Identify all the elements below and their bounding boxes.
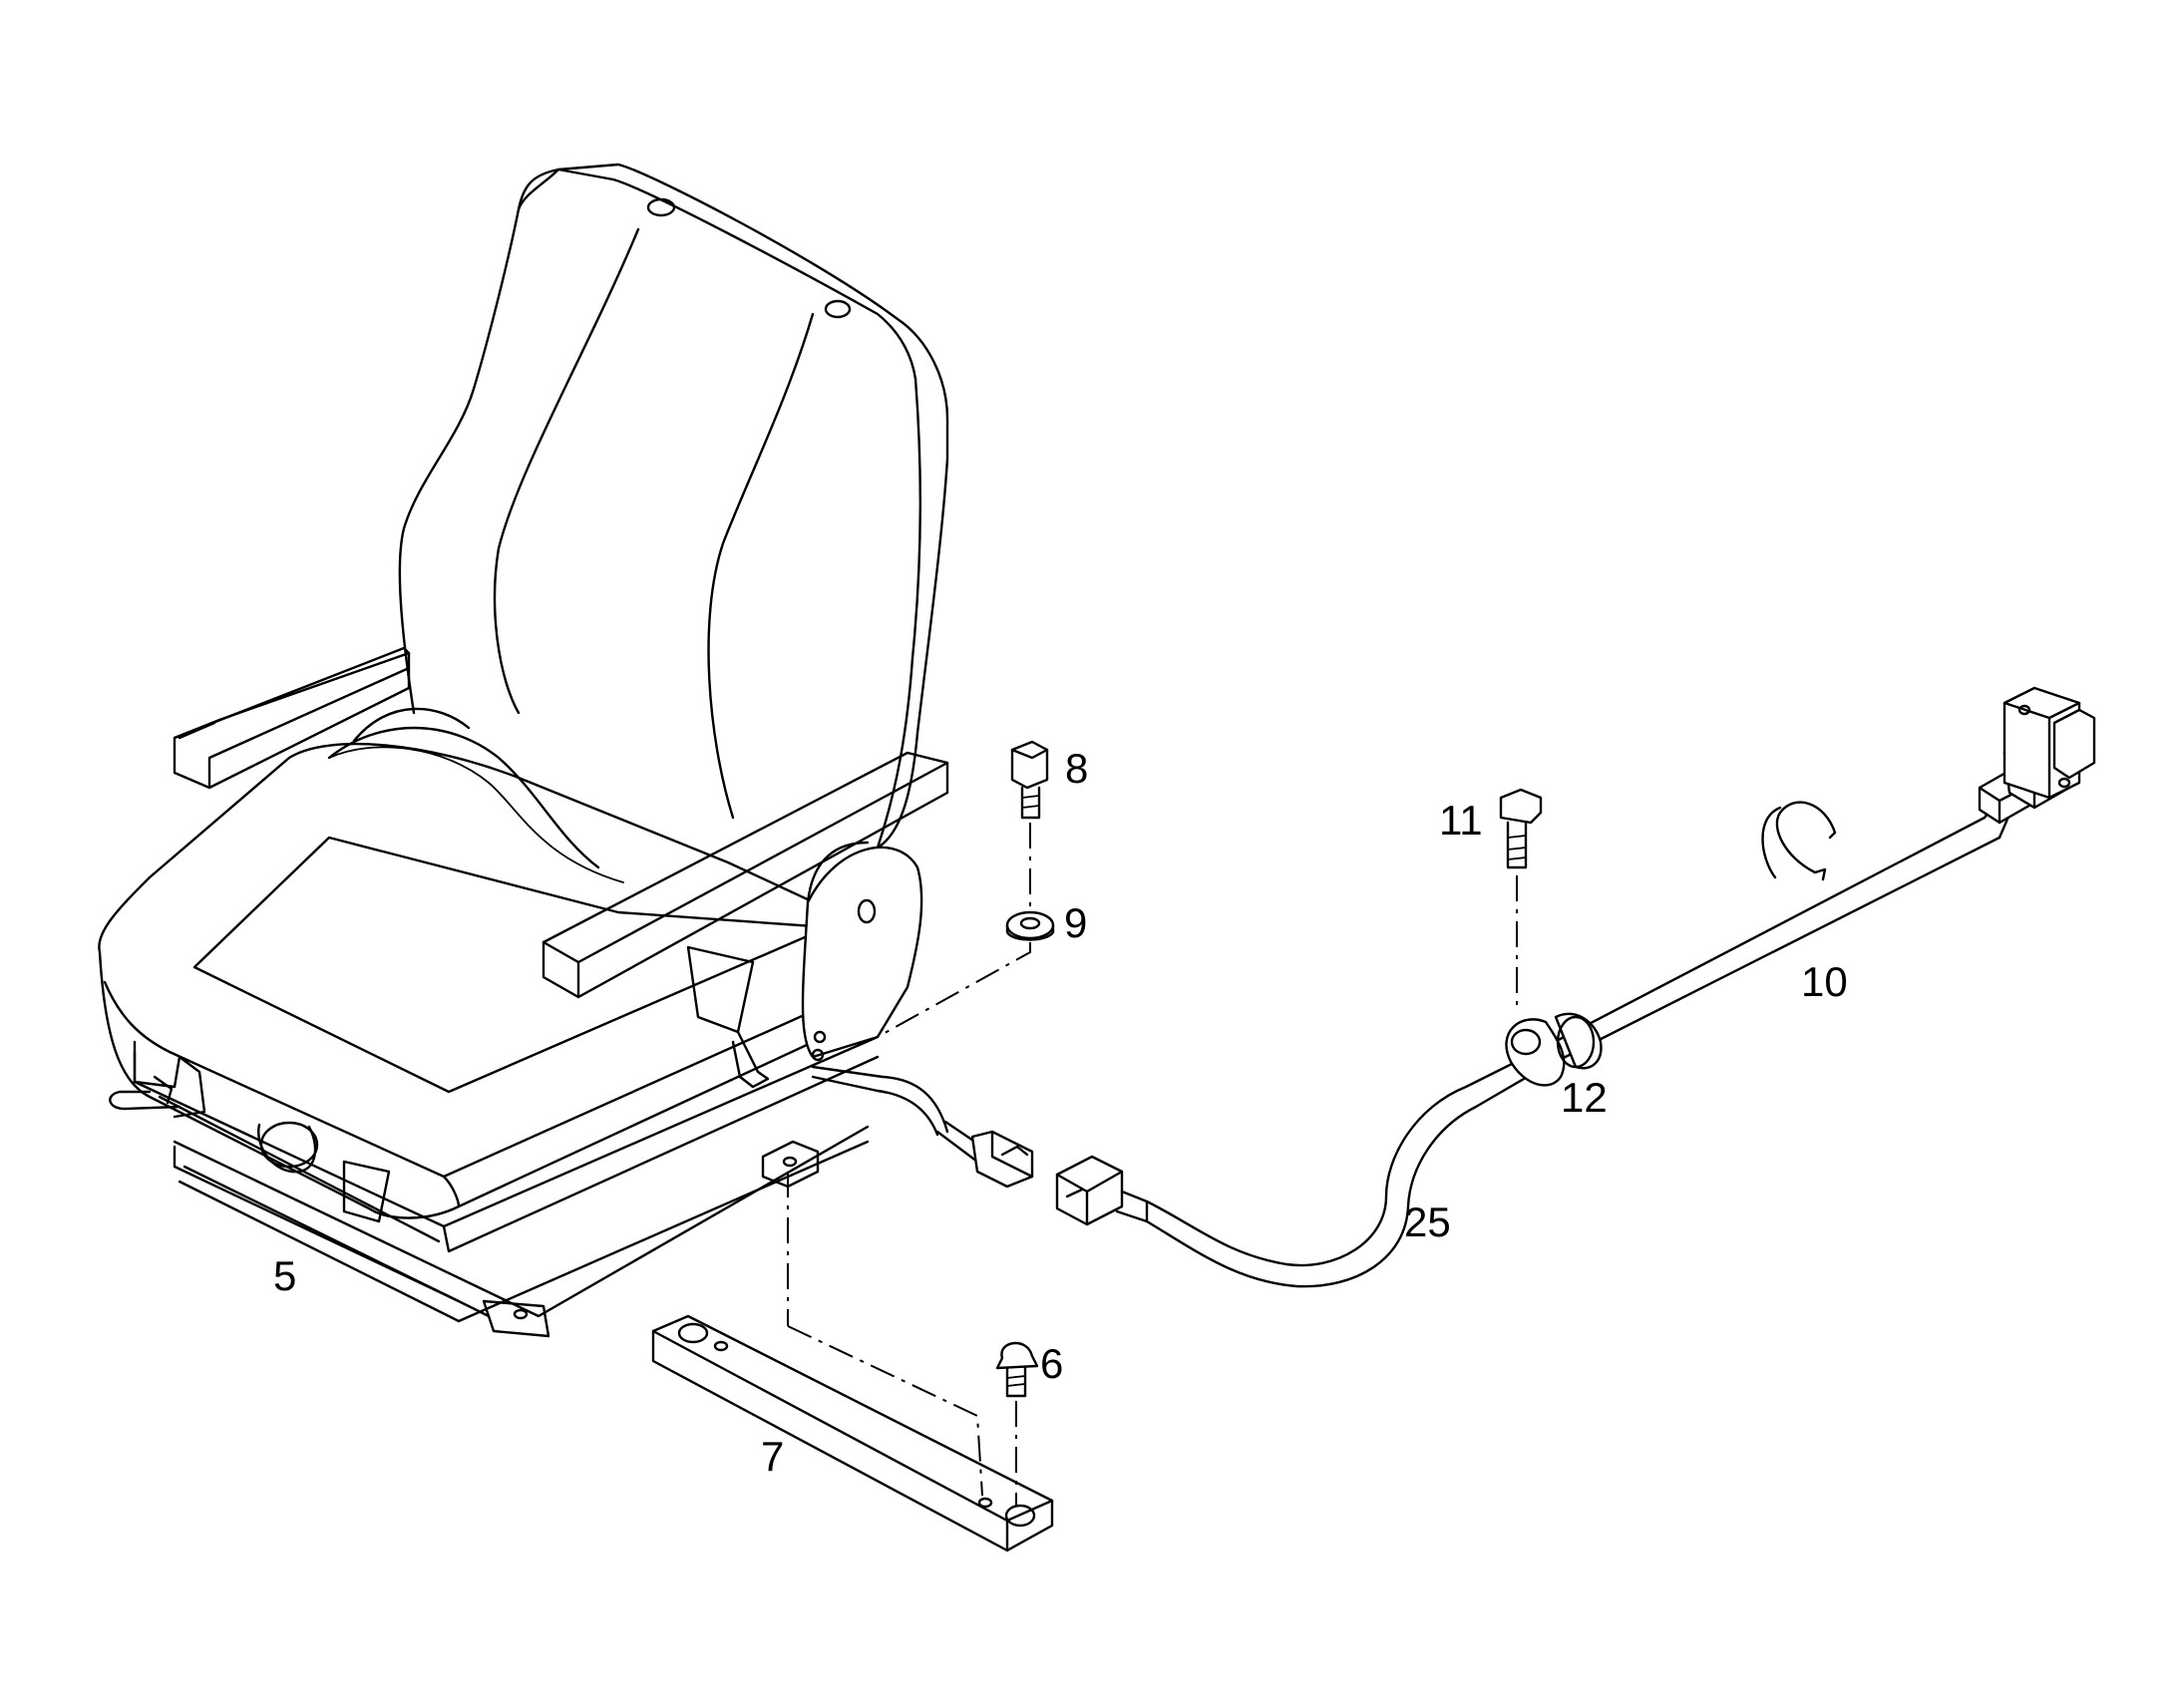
washer-9	[877, 910, 1055, 1038]
callout-11: 11	[1439, 797, 1483, 844]
callout-9: 9	[1064, 899, 1087, 946]
callout-25: 25	[1404, 1198, 1451, 1245]
bolt-8	[1010, 740, 1049, 912]
screw-6	[995, 1341, 1039, 1506]
callout-7: 7	[761, 1433, 784, 1480]
callout-10: 10	[1801, 958, 1848, 1005]
callout-6: 6	[1040, 1340, 1063, 1387]
mounting-bracket	[651, 1314, 1054, 1552]
callout-8: 8	[1065, 745, 1088, 792]
callout-12: 12	[1561, 1074, 1608, 1121]
callout-5: 5	[273, 1252, 296, 1299]
cable-harness	[1055, 686, 2096, 1288]
bolt-11	[1499, 788, 1543, 1007]
seat-assembly	[98, 163, 1034, 1338]
